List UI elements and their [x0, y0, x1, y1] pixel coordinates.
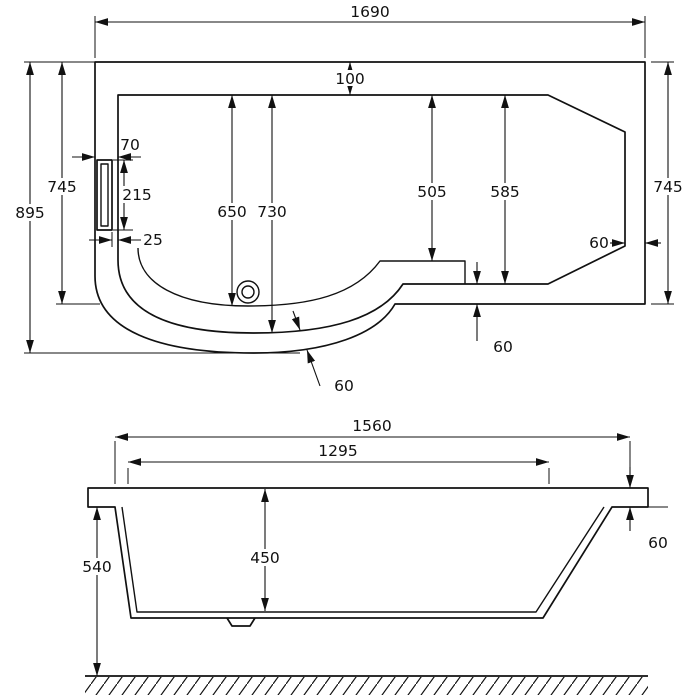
dim-inner-width-right: 585	[487, 95, 522, 284]
dim-label-shower-inner-width: 730	[257, 203, 287, 221]
plan-floor-edge	[137, 247, 466, 307]
dim-label-width-right: 745	[653, 178, 683, 196]
dim-label-overall-width: 895	[15, 204, 45, 222]
dim-rim-depth: 60	[612, 467, 668, 552]
dim-rim-top: 100	[332, 62, 368, 95]
dim-label-shower-floor-width: 650	[217, 203, 247, 221]
grab-rail	[96, 159, 113, 231]
side-outer-outline	[87, 487, 649, 619]
dim-label-rim-length: 1560	[352, 417, 391, 435]
plan-view: 1690 895 745 7	[13, 3, 685, 395]
dim-label-rim-top: 100	[335, 70, 365, 88]
plan-dimensions: 1690 895 745 7	[13, 3, 685, 395]
waste-fitting	[226, 617, 256, 627]
side-inner-outline	[121, 506, 605, 613]
side-view: 1560 1295 450 540	[79, 417, 668, 695]
drain-inner-circle	[241, 285, 255, 299]
plan-bath-outline	[94, 61, 646, 354]
dim-label-rim-left: 70	[120, 136, 140, 154]
dim-rim-curve: 60	[291, 310, 354, 395]
dim-overall-length: 1690	[94, 3, 646, 58]
dim-label-inner-width-mid: 505	[417, 183, 447, 201]
grab-rail-inner	[100, 163, 109, 227]
dim-rim-bottom: 60	[473, 262, 513, 356]
dim-rim-right: 60	[589, 234, 661, 252]
ground	[85, 675, 648, 695]
dim-overall-height: 540	[79, 507, 115, 676]
dim-inner-length: 1295	[127, 442, 550, 484]
dim-label-rim-curve: 60	[334, 377, 354, 395]
dim-width-left: 745	[45, 62, 100, 305]
dim-inner-width-mid: 505	[414, 95, 449, 261]
dim-shower-floor-width: 650	[214, 95, 249, 306]
drain-outer-circle	[236, 280, 260, 304]
dim-label-rim-right: 60	[589, 234, 609, 252]
dim-label-inner-length: 1295	[318, 442, 357, 460]
dim-inner-depth: 450	[247, 489, 283, 611]
dim-rim-left: 70	[72, 136, 141, 161]
dim-label-overall-height: 540	[82, 558, 112, 576]
plan-outer-outline	[94, 61, 646, 354]
dim-label-grab-rail-length: 215	[122, 186, 152, 204]
side-bath-outline	[87, 487, 649, 627]
dim-label-grab-rail-gap: 25	[143, 231, 163, 249]
side-dimensions: 1560 1295 450 540	[79, 417, 668, 676]
dim-width-right: 745	[651, 61, 685, 305]
dim-shower-inner-width: 730	[255, 95, 290, 333]
dim-label-width-left: 745	[47, 178, 77, 196]
dim-label-rim-bottom: 60	[493, 338, 513, 356]
dim-label-inner-depth: 450	[250, 549, 280, 567]
dim-label-overall-length: 1690	[350, 3, 389, 21]
dim-grab-rail-length: 215	[113, 159, 153, 231]
dim-label-rim-depth: 60	[648, 534, 668, 552]
dim-rim-length: 1560	[114, 417, 631, 484]
plan-inner-rim-outline	[117, 94, 626, 334]
ground-hatching	[85, 677, 648, 695]
dim-grab-rail-gap: 25	[89, 231, 163, 249]
dim-label-inner-width-right: 585	[490, 183, 520, 201]
